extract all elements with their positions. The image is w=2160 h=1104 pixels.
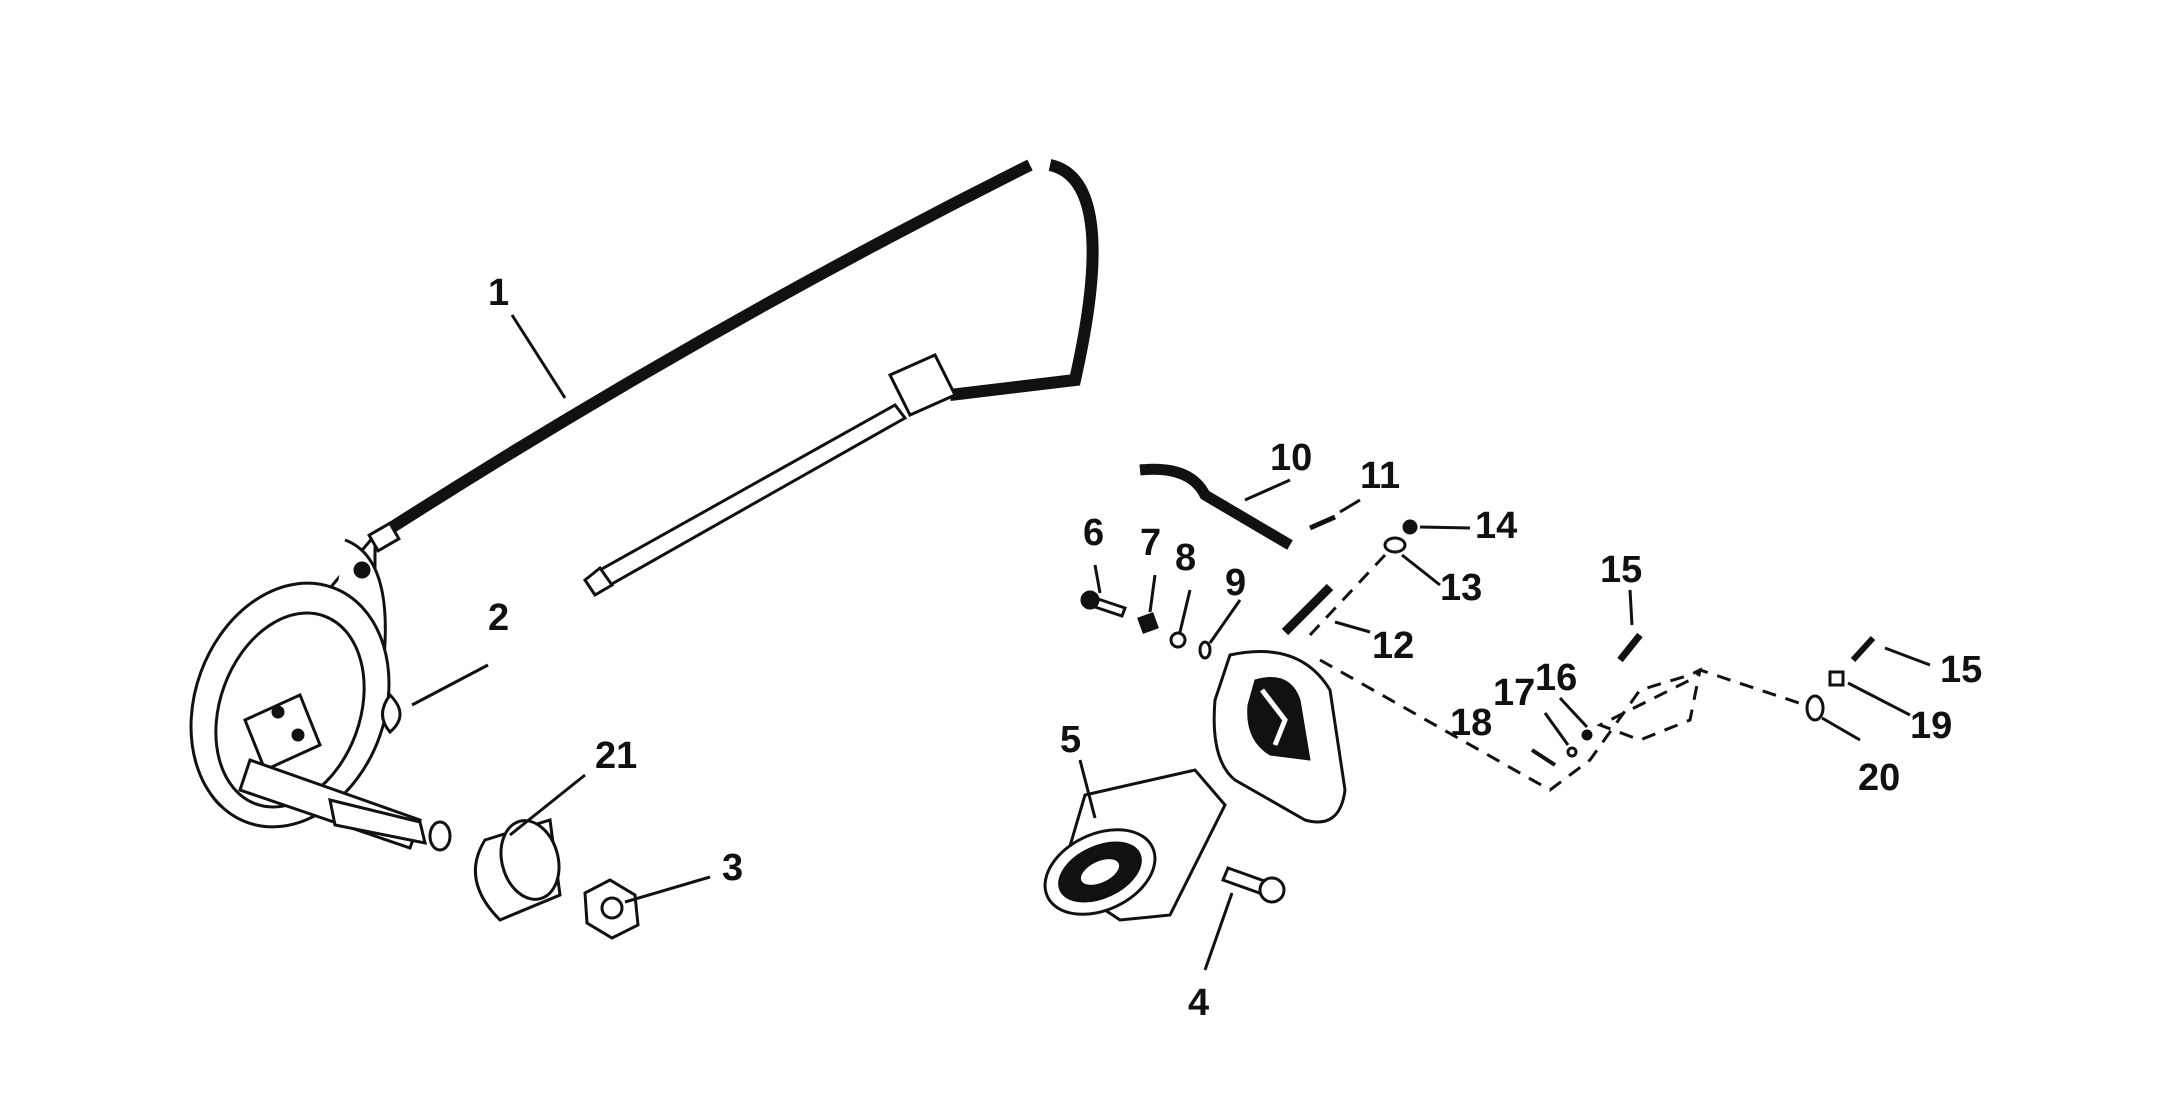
part-16 xyxy=(1581,729,1593,741)
callout-5: 5 xyxy=(1060,719,1081,761)
bolt-6 xyxy=(1080,590,1127,618)
oring-13 xyxy=(1383,536,1407,554)
pin-18 xyxy=(1530,748,1557,767)
hub-bolt xyxy=(1221,866,1286,904)
spacer-19 xyxy=(1828,670,1845,687)
hex-nut xyxy=(583,878,640,940)
callout-12: 12 xyxy=(1372,625,1414,667)
linkage-dashed-path xyxy=(1319,658,1806,792)
callout-15a: 15 xyxy=(1600,549,1642,591)
callout-20: 20 xyxy=(1858,757,1900,799)
callout-11: 11 xyxy=(1360,455,1400,497)
callout-17: 17 xyxy=(1493,672,1535,714)
ring-9 xyxy=(1198,640,1212,660)
leader-lines xyxy=(411,314,1931,971)
callout-1: 1 xyxy=(488,272,509,314)
callout-3: 3 xyxy=(722,847,743,889)
steering-hub xyxy=(1043,768,1227,922)
callout-16: 16 xyxy=(1535,657,1577,699)
callout-labels: 1 2 3 4 5 6 7 8 9 10 11 12 13 14 15 15 1… xyxy=(488,272,1982,1024)
callout-19: 19 xyxy=(1910,705,1952,747)
nut-7 xyxy=(1137,612,1159,634)
callout-18: 18 xyxy=(1450,702,1492,744)
helm-housing xyxy=(189,530,452,852)
callout-13: 13 xyxy=(1440,567,1482,609)
clip-20 xyxy=(1805,694,1825,722)
rod-12 xyxy=(1281,583,1334,636)
pin-11 xyxy=(1308,514,1337,531)
callout-14: 14 xyxy=(1475,505,1517,547)
screw-15a xyxy=(1617,632,1643,663)
tapered-bushing xyxy=(473,818,562,922)
callout-2: 2 xyxy=(488,597,509,639)
callout-6: 6 xyxy=(1083,512,1104,554)
callout-8: 8 xyxy=(1175,537,1196,579)
woodruff-key xyxy=(381,692,402,735)
callout-4: 4 xyxy=(1188,982,1209,1024)
callout-15b: 15 xyxy=(1940,649,1982,691)
part-17 xyxy=(1566,746,1578,758)
callout-9: 9 xyxy=(1225,562,1246,604)
screw-15b xyxy=(1850,635,1876,663)
steering-cable xyxy=(367,159,1099,598)
cable-end-hose xyxy=(1139,463,1293,550)
washer-8 xyxy=(1169,631,1187,649)
callout-10: 10 xyxy=(1270,437,1312,479)
callout-7: 7 xyxy=(1140,522,1161,564)
bezel-plate xyxy=(1212,650,1347,824)
linkage-dashed-branch xyxy=(1308,553,1387,637)
callout-21: 21 xyxy=(595,735,637,777)
ball-14 xyxy=(1402,519,1418,535)
